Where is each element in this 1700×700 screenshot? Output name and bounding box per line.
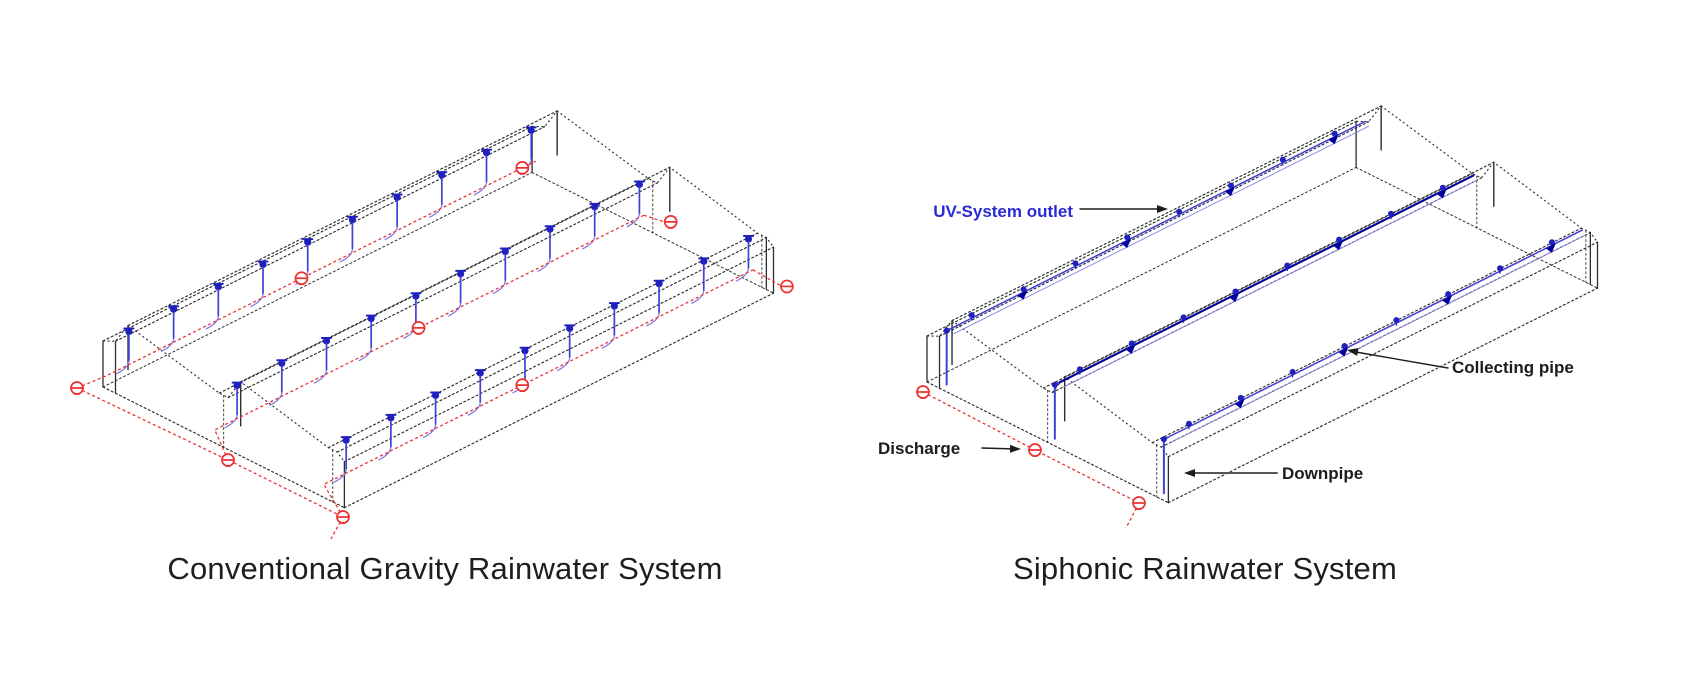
discharge-drain-line [916,385,1146,529]
gravity-downpipe [313,336,332,384]
discharge-label: Discharge [878,439,960,458]
gravity-downpipe [384,193,403,241]
gravity-downpipe [268,359,288,407]
gravity-downpipe [735,235,754,282]
gravity-downpipe [537,225,556,273]
gravity-downpipe [250,260,269,308]
drain-outlet-symbol [221,453,235,467]
gravity-downpipe [447,269,467,317]
caption-conventional: Conventional Gravity Rainwater System [167,551,723,586]
gravity-downpipe [358,314,377,362]
caption-siphonic: Siphonic Rainwater System [1012,551,1398,586]
drain-outlet-symbol [1132,496,1146,510]
gravity-downpipe [473,148,493,196]
gravity-downpipe [646,279,665,327]
drain-outlet-symbol [70,381,84,395]
downpipe-rows [116,126,754,484]
gravity-downpipe [690,257,710,305]
drain-outlet-symbol [1028,443,1042,457]
drain-outlet-symbol [411,321,426,335]
gravity-downpipe [116,327,135,375]
gravity-downpipe [160,305,180,353]
building-wireframe [102,110,775,509]
downpipe-label: Downpipe [1282,464,1363,483]
drain-outlet-symbol [916,385,930,399]
gravity-downpipe [333,436,352,484]
drain-outlet-symbol [663,214,678,229]
gravity-downpipe [378,413,397,461]
gravity-downpipe [556,324,576,372]
gravity-downpipe [224,381,243,429]
gravity-downpipe [492,247,511,295]
drain-outlet-symbol [294,271,309,286]
gravity-downpipe [581,202,601,250]
uv-system-outlet-label: UV-System outlet [933,202,1073,221]
underground-drain-lines [70,160,794,540]
drain-outlet-symbol [515,378,530,392]
drain-outlet-symbol [515,161,530,175]
drain-outlet-symbol [336,510,350,524]
gravity-downpipe [626,180,645,228]
gravity-downpipe [601,302,620,349]
conventional-system-diagram [70,110,794,540]
gravity-downpipe [467,369,486,416]
gravity-downpipe [429,171,448,218]
building-wireframe [926,105,1599,504]
collecting-pipe-system [943,120,1587,495]
gravity-downpipe [205,282,224,330]
collecting-pipe-label: Collecting pipe [1452,358,1574,377]
gravity-downpipe [422,391,442,439]
drain-outlet-symbol [780,279,794,294]
gravity-downpipe [339,215,358,263]
